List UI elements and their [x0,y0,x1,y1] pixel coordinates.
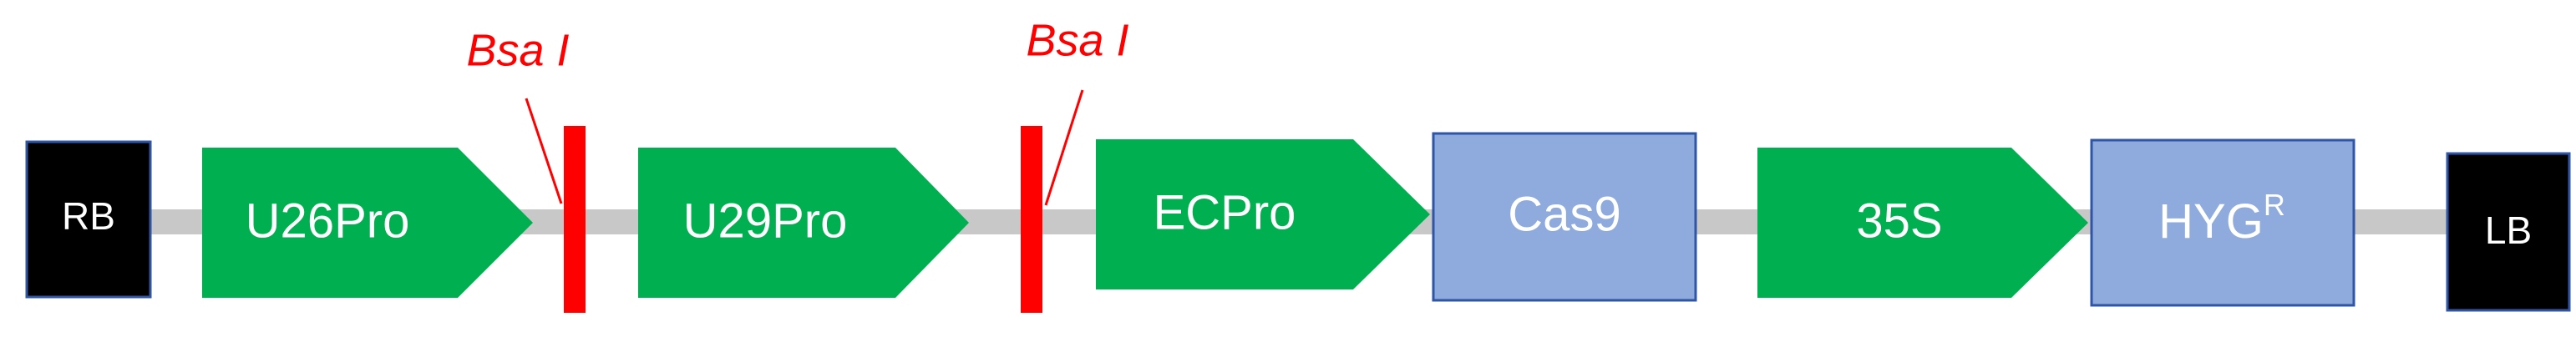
bsa-site-1-label: Bsa I [466,25,569,75]
35s-label: 35S [1856,194,1942,248]
u26pro-promoter-arrow [202,148,533,298]
lb-label: LB [2485,209,2532,252]
lb-border-block [2446,152,2571,312]
hygr-gene-block [2090,138,2355,307]
35s-promoter-arrow [1757,148,2088,298]
cas9-gene-block [1432,132,1697,302]
bsa-site-2-pointer [1044,89,1084,206]
u26pro-label: U26Pro [246,194,410,248]
bsa-site-2-bar [1021,126,1042,313]
u29pro-promoter-arrow [638,148,969,298]
cas9-label: Cas9 [1508,187,1620,241]
bsa-site-1-bar [564,126,586,313]
ecpro-promoter-arrow [1096,139,1430,289]
u29pro-label: U29Pro [683,194,848,248]
hygr-label-superscript: R [2264,188,2285,222]
bsa-site-2-label: Bsa I [1026,15,1128,65]
rb-label: RB [62,194,115,238]
bsa-site-1-pointer [525,98,563,204]
hygr-label-main: HYG [2158,194,2264,249]
hygr-label: HYGR [2158,188,2285,249]
ecpro-label: ECPro [1154,185,1296,239]
rb-border-block [25,140,152,299]
